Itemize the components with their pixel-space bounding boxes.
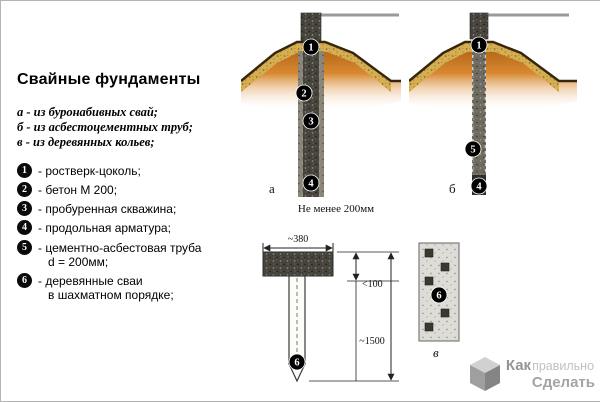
- pile-concrete: [303, 13, 319, 197]
- legend-label: - пробуренная скважина;: [38, 202, 177, 217]
- watermark-text: Какправильно Сделать: [506, 358, 595, 390]
- rostverk-cap: [469, 12, 489, 40]
- svg-text:3: 3: [308, 117, 313, 128]
- pile-section: [440, 262, 450, 272]
- diagram-v-label: в: [433, 345, 439, 360]
- dim-width-label: ~380: [288, 234, 308, 245]
- mound-outline: [409, 40, 577, 83]
- legend-item-4: 4 - продольная арматура;: [17, 220, 245, 236]
- marker-1: 1: [470, 36, 488, 54]
- legend-number-badge: 1: [17, 163, 32, 178]
- legend-label: - цементно-асбестовая труба d = 200мм;: [38, 240, 202, 269]
- legend-item-5: 5 - цементно-асбестовая труба d = 200мм;: [17, 239, 245, 269]
- watermark-word-2: правильно: [532, 359, 595, 374]
- min-depth-note: Не менее 200мм: [298, 203, 374, 215]
- legend-number-badge: 2: [17, 182, 32, 198]
- diagram-b-label: б: [449, 181, 456, 196]
- marker-5: 5: [464, 140, 482, 158]
- variant-list: а - из буронабивных свай; б - из асбесто…: [17, 105, 245, 150]
- svg-text:4: 4: [476, 182, 482, 193]
- pile-section: [424, 322, 434, 332]
- diagram-b-tube-pile: 1 5 4 б: [409, 12, 577, 196]
- diagram-a-bored-pile: 1 2 3 4 а Не менее 200мм: [241, 12, 401, 215]
- legend: 1 - ростверк-цоколь; 2 - бетон М 200; 3 …: [17, 163, 245, 302]
- svg-text:4: 4: [308, 179, 314, 190]
- legend-label: - бетон М 200;: [38, 183, 118, 198]
- legend-item-1: 1 - ростверк-цоколь;: [17, 163, 245, 178]
- diagram-top-view-piles: 6 в: [418, 242, 460, 360]
- svg-text:6: 6: [294, 358, 299, 369]
- concrete-cap: [262, 251, 334, 277]
- marker-6: 6: [288, 353, 306, 371]
- dim-offset-label: <100: [362, 279, 383, 290]
- diagram-v-wooden-pile: ~380 6 <100 ~1500: [262, 234, 399, 383]
- variant-b: б - из асбестоцементных труб;: [17, 120, 193, 134]
- legend-number-badge: 6: [17, 272, 32, 288]
- legend-label: - деревянные сваи в шахматном порядке;: [38, 273, 174, 303]
- watermark-word-1: Как: [505, 357, 532, 375]
- legend-item-6: 6 - деревянные сваи в шахматном порядке;: [17, 272, 245, 303]
- legend-number-badge: 3: [17, 201, 32, 217]
- svg-text:5: 5: [470, 145, 475, 156]
- pile-section: [424, 248, 434, 258]
- diagram-a-label: а: [269, 181, 275, 196]
- marker-4: 4: [470, 177, 488, 195]
- legend-item-3: 3 - пробуренная скважина;: [17, 201, 245, 217]
- variant-a: а - из буронабивных свай;: [17, 105, 158, 119]
- watermark-logo: Какправильно Сделать: [468, 355, 595, 393]
- variant-v: в - из деревянных кольев;: [17, 135, 155, 149]
- watermark-word-3: Сделать: [531, 373, 595, 391]
- marker-2: 2: [295, 84, 313, 102]
- svg-text:1: 1: [308, 43, 313, 54]
- svg-text:2: 2: [301, 89, 306, 100]
- marker-1: 1: [302, 38, 320, 56]
- mound-outline: [241, 40, 401, 83]
- rostverk-cap: [300, 12, 322, 42]
- legend-number-badge: 5: [17, 239, 32, 255]
- legend-label: - ростверк-цоколь;: [38, 164, 141, 178]
- dim-length-label: ~1500: [359, 336, 384, 347]
- marker-3: 3: [302, 112, 320, 130]
- legend-label: - продольная арматура;: [38, 221, 171, 236]
- svg-text:1: 1: [476, 41, 481, 52]
- marker-6: 6: [430, 286, 448, 304]
- pile-section: [440, 308, 450, 318]
- text-column: Свайные фундаменты а - из буронабивных с…: [17, 71, 245, 306]
- legend-item-2: 2 - бетон М 200;: [17, 182, 245, 198]
- cube-icon: [469, 357, 500, 391]
- legend-number-badge: 4: [17, 220, 32, 236]
- pile-section: [424, 276, 434, 286]
- svg-text:6: 6: [436, 291, 441, 302]
- marker-4: 4: [302, 174, 320, 192]
- page-title: Свайные фундаменты: [17, 71, 201, 88]
